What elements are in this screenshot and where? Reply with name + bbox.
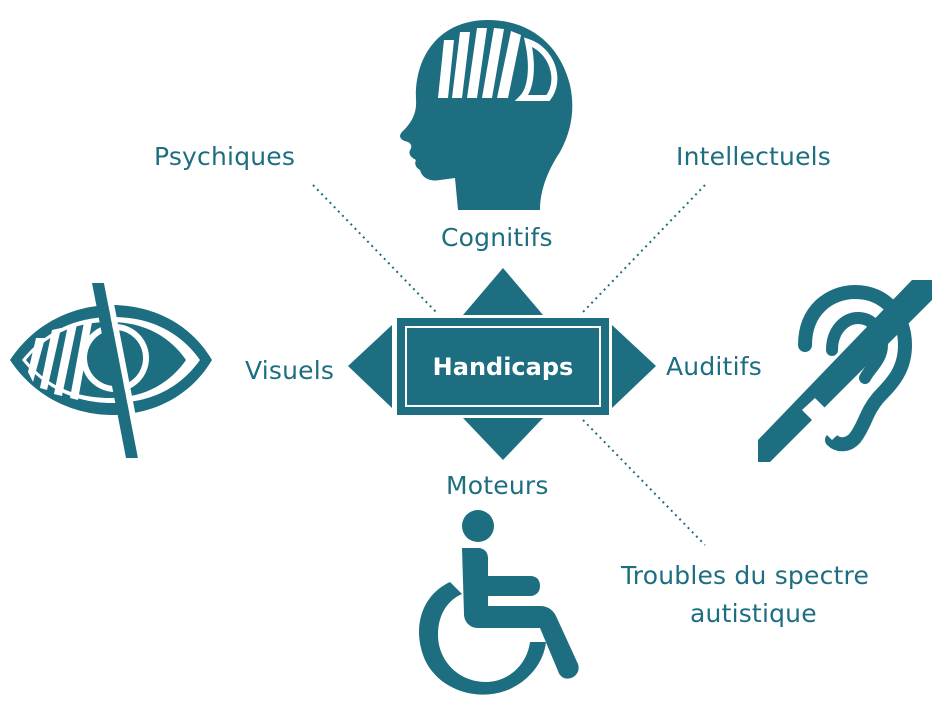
head-brain-icon xyxy=(400,20,573,210)
wheelchair-icon xyxy=(418,510,579,695)
eye-slash-icon xyxy=(10,283,212,458)
arrow-down xyxy=(463,418,543,460)
connector-tsa xyxy=(582,419,706,546)
label-auditifs: Auditifs xyxy=(666,352,762,381)
arrow-up xyxy=(463,268,543,315)
label-visuels: Visuels xyxy=(245,356,335,385)
center-node: Handicaps xyxy=(397,318,609,415)
ear-hearing-icon xyxy=(758,280,932,462)
label-tsa-line2: autistique xyxy=(690,599,817,628)
center-label: Handicaps xyxy=(432,352,574,381)
label-moteurs: Moteurs xyxy=(446,471,549,500)
label-tsa-line1: Troubles du spectre xyxy=(621,561,870,590)
arrow-right xyxy=(612,325,656,408)
center-node-frame: Handicaps xyxy=(405,326,601,407)
connector-intellectuels xyxy=(582,184,706,313)
label-psychiques: Psychiques xyxy=(154,142,296,171)
connector-psychiques xyxy=(312,184,437,313)
arrow-left xyxy=(348,325,392,408)
label-cognitifs: Cognitifs xyxy=(441,223,553,252)
label-intellectuels: Intellectuels xyxy=(676,142,832,171)
